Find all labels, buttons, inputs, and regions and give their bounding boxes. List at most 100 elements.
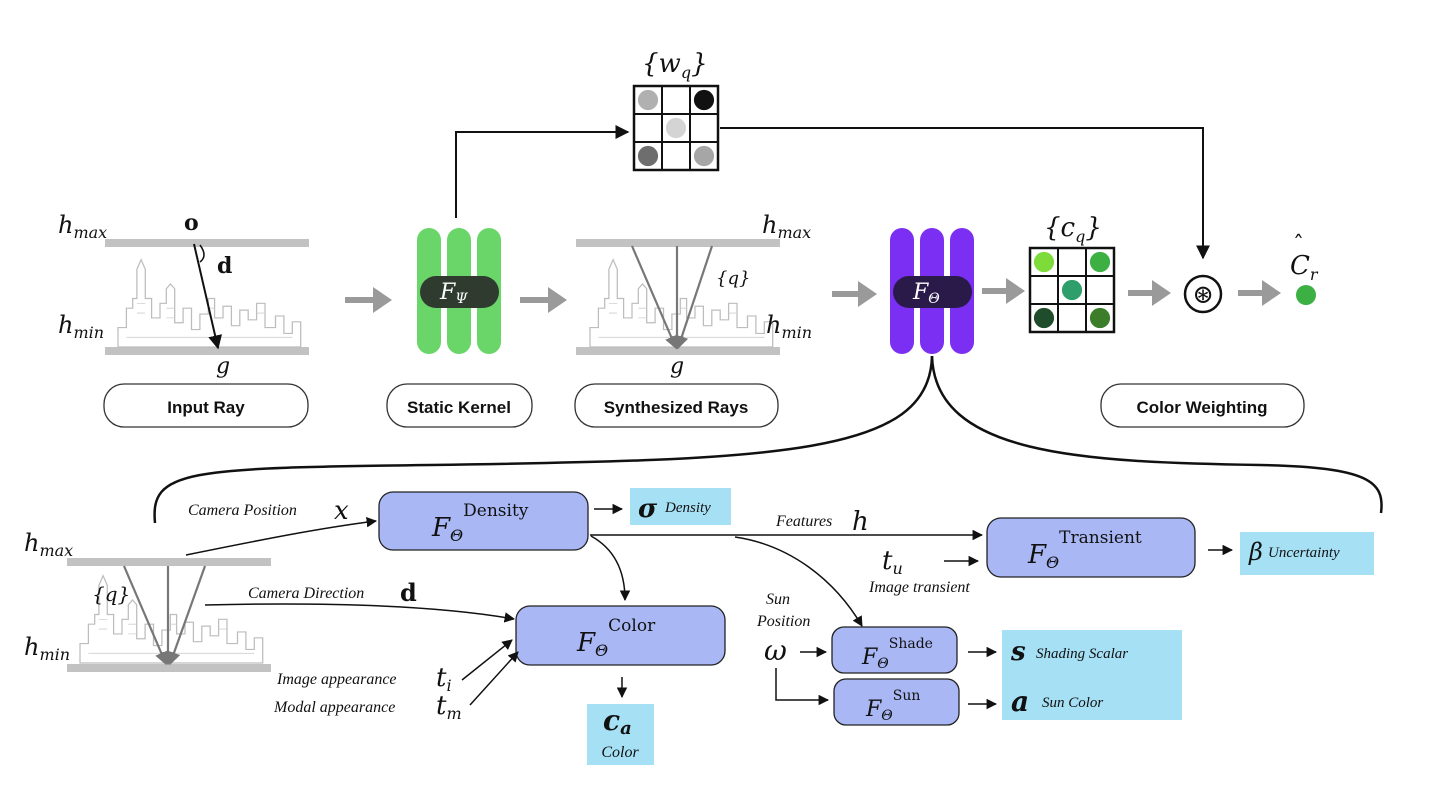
theta-symbol: F bbox=[912, 280, 929, 305]
direction-symbol: d bbox=[217, 253, 232, 279]
shade-net-sub: Θ bbox=[877, 656, 889, 672]
svg-text:FΘSun: FΘSun bbox=[865, 688, 920, 724]
sun-net-sub: Θ bbox=[881, 708, 893, 724]
output-hat: ˆ bbox=[1293, 233, 1304, 258]
camera-position-label: Camera Position bbox=[188, 502, 297, 519]
features-symbol: h bbox=[852, 507, 869, 537]
hmin-plane bbox=[105, 347, 309, 355]
direction-to-color-arrow bbox=[204, 603, 516, 623]
flow-arrow-4 bbox=[982, 278, 1025, 304]
svg-text:Cr: Cr bbox=[1290, 251, 1319, 284]
bottom-hmin-sub: min bbox=[39, 645, 70, 664]
synth-hmax-sub: max bbox=[777, 223, 811, 242]
hmax-plane bbox=[105, 239, 309, 247]
input-ray-label-box bbox=[103, 383, 309, 428]
synthesized-rays-label-box bbox=[574, 383, 779, 428]
transient-input-sub: u bbox=[892, 559, 902, 578]
bottom-hmin-plane bbox=[67, 664, 271, 672]
weights-grid-cell-dot bbox=[693, 145, 715, 167]
ground-symbol: g bbox=[216, 354, 230, 379]
static-kernel-label-box bbox=[386, 383, 533, 428]
shade-out-symbol: s bbox=[1010, 637, 1026, 667]
uncertainty-out-symbol: β bbox=[1248, 538, 1263, 566]
bottom-hmax-sub: max bbox=[39, 541, 73, 560]
weights-sub: q bbox=[681, 63, 691, 82]
shade-net-symbol: F bbox=[861, 645, 878, 670]
theta-sub: Θ bbox=[928, 291, 940, 307]
transient-net-box bbox=[986, 517, 1196, 578]
color-weighting-label: Color Weighting bbox=[1137, 398, 1268, 417]
transient-net-symbol: F bbox=[1027, 540, 1047, 570]
colors-open: { bbox=[1044, 213, 1061, 243]
sun-position-label-1: Sun bbox=[766, 591, 790, 608]
density-out-symbol: σ bbox=[638, 494, 658, 524]
colors-grid-cell-dot bbox=[1089, 307, 1111, 329]
ray-angle-arc bbox=[199, 244, 205, 263]
sun-net-box bbox=[833, 678, 960, 726]
hmax-label: h bbox=[58, 211, 73, 239]
features-to-shade-arrow bbox=[734, 536, 863, 627]
combine-operator: ⊛ bbox=[1192, 280, 1214, 310]
svg-text:FΘShade: FΘShade bbox=[861, 636, 933, 672]
image-appearance-sub: i bbox=[446, 676, 451, 695]
sun-to-sun-net-arrow bbox=[775, 668, 830, 706]
hmin-sub: min bbox=[73, 323, 104, 342]
synth-hmin-sub: min bbox=[781, 323, 812, 342]
svg-text:hmax: hmax bbox=[24, 529, 73, 560]
convolution-operator-icon bbox=[1183, 274, 1223, 314]
image-appearance-symbol: t bbox=[436, 663, 447, 693]
flow-arrow-2 bbox=[520, 287, 567, 313]
kernel-symbol: F bbox=[439, 280, 456, 305]
svg-text:tm: tm bbox=[436, 691, 462, 723]
color-weighting-label-box bbox=[1100, 383, 1305, 428]
flow-arrow-5 bbox=[1128, 280, 1171, 306]
svg-text:hmax: hmax bbox=[58, 211, 107, 242]
shade-net-box bbox=[831, 626, 958, 674]
svg-text:{cq}: {cq} bbox=[1044, 213, 1102, 246]
sun-net-sup: Sun bbox=[893, 688, 921, 704]
hmax-sub: max bbox=[73, 223, 107, 242]
synth-set-symbol: {q} bbox=[716, 268, 750, 289]
weights-close: } bbox=[691, 49, 708, 79]
colors-grid bbox=[1028, 246, 1116, 334]
density-net-sup: Density bbox=[463, 501, 529, 521]
synth-ray-1 bbox=[630, 245, 678, 350]
sun-position-symbol: ω bbox=[764, 634, 787, 667]
modal-appearance-label: Modal appearance bbox=[273, 699, 395, 716]
colors-grid-cell-dot bbox=[1089, 251, 1111, 273]
weights-grid-cell-dot bbox=[665, 117, 687, 139]
synth-ground-symbol: g bbox=[670, 354, 684, 379]
uncertainty-out-label: Uncertainty bbox=[1268, 545, 1340, 561]
svg-text:ca: ca bbox=[603, 704, 632, 739]
flow-arrow-1 bbox=[345, 287, 392, 313]
color-net-sub: Θ bbox=[595, 641, 608, 660]
synth-hmax-plane bbox=[576, 239, 780, 247]
transient-input-symbol: t bbox=[882, 546, 893, 576]
position-to-density-arrow bbox=[185, 516, 378, 556]
sun-out-label: Sun Color bbox=[1042, 695, 1103, 711]
svg-text:FΘColor: FΘColor bbox=[576, 616, 656, 660]
sun-position-label-2: Position bbox=[756, 613, 810, 630]
zoom-brace-left bbox=[153, 355, 934, 524]
sun-net-symbol: F bbox=[865, 697, 882, 722]
svg-text:hmax: hmax bbox=[762, 211, 811, 242]
sun-out-symbol: a bbox=[1011, 685, 1029, 718]
svg-text:FΘTransient: FΘTransient bbox=[1027, 528, 1142, 572]
colors-sub: q bbox=[1075, 227, 1085, 246]
svg-text:ti: ti bbox=[436, 663, 452, 695]
density-to-color-arrow bbox=[590, 535, 631, 602]
origin-symbol: o bbox=[184, 210, 199, 236]
svg-text:{wq}: {wq} bbox=[642, 49, 708, 82]
hmin-label: h bbox=[58, 311, 73, 339]
color-out-box bbox=[587, 704, 654, 765]
zoom-brace-right bbox=[930, 355, 1383, 514]
theta-core bbox=[893, 276, 972, 308]
color-out-label: Color bbox=[601, 744, 639, 761]
shade-net-sup: Shade bbox=[889, 636, 933, 652]
transient-net-sup: Transient bbox=[1059, 528, 1142, 548]
bottom-ray-figure: hmax hmin {q} bbox=[24, 529, 271, 672]
output-sub: r bbox=[1310, 265, 1319, 284]
transient-input-label: Image transient bbox=[868, 579, 970, 596]
bottom-set-symbol: {q} bbox=[92, 582, 130, 606]
